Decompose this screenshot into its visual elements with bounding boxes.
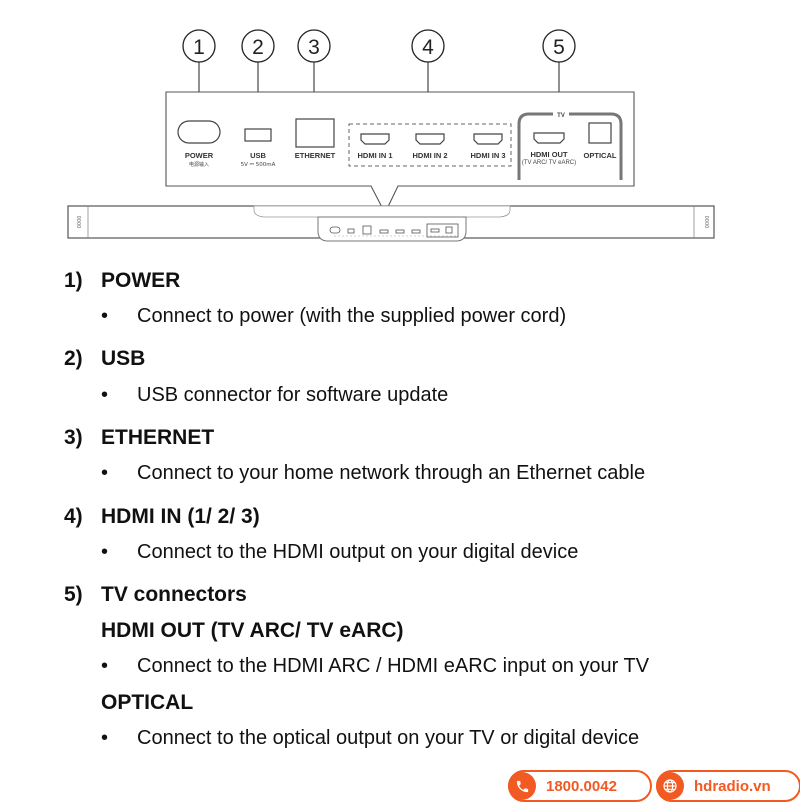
svg-text:5V ⎓ 500mA: 5V ⎓ 500mA — [241, 162, 276, 168]
svg-text:5: 5 — [553, 36, 565, 59]
usb-port: USB 5V ⎓ 500mA — [241, 128, 276, 168]
section-usb-bullet: •USB connector for software update — [101, 384, 449, 406]
hdmi-in-group-outline — [348, 123, 512, 167]
section-hdmi-in-title: 4)HDMI IN (1/ 2/ 3) — [64, 505, 260, 528]
svg-text:0000: 0000 — [703, 216, 709, 229]
section-hdmi-in-bullet: •Connect to the HDMI output on your digi… — [101, 541, 579, 563]
branding-bar: 1800.0042 hdradio.vn — [508, 770, 800, 802]
phone-icon — [508, 772, 536, 800]
back-panel-callout-box — [165, 91, 635, 215]
section-ethernet-title: 3)ETHERNET — [64, 426, 215, 449]
svg-text:HDMI OUT: HDMI OUT — [530, 150, 567, 159]
svg-text:3: 3 — [308, 36, 320, 59]
svg-text:2: 2 — [252, 36, 264, 59]
hdmi-in-2-port: HDMI IN 2 — [412, 133, 448, 160]
phone-badge[interactable]: 1800.0042 — [508, 770, 652, 802]
website-url: hdradio.vn — [694, 777, 771, 795]
section-tv-connectors-title: 5)TV connectors — [64, 583, 247, 606]
power-port: POWER 电源输入 — [177, 120, 221, 168]
svg-text:USB: USB — [250, 151, 266, 160]
svg-text:(TV ARC/ TV eARC): (TV ARC/ TV eARC) — [522, 160, 576, 166]
section-power-title: 1)POWER — [64, 269, 181, 292]
phone-number: 1800.0042 — [546, 777, 617, 795]
svg-text:ETHERNET: ETHERNET — [295, 151, 336, 160]
optical-bullet: •Connect to the optical output on your T… — [101, 727, 640, 749]
hdmi-in-3-port: HDMI IN 3 — [470, 133, 506, 160]
optical-port: OPTICAL — [584, 122, 617, 160]
hdmi-in-1-port: HDMI IN 1 — [357, 133, 393, 160]
svg-text:1: 1 — [193, 36, 205, 59]
tv-group-label: TV — [557, 113, 565, 119]
svg-text:POWER: POWER — [185, 151, 214, 160]
svg-text:0000: 0000 — [75, 216, 81, 229]
svg-text:OPTICAL: OPTICAL — [584, 151, 617, 160]
globe-icon — [656, 772, 684, 800]
soundbar-illustration: 0000 0000 — [67, 205, 715, 242]
svg-text:HDMI IN 3: HDMI IN 3 — [470, 151, 505, 160]
section-power-bullet: •Connect to power (with the supplied pow… — [101, 305, 567, 327]
hdmi-out-bullet: •Connect to the HDMI ARC / HDMI eARC inp… — [101, 655, 650, 677]
section-usb-title: 2)USB — [64, 347, 146, 370]
hdmi-out-port: HDMI OUT (TV ARC/ TV eARC) — [522, 132, 576, 166]
svg-text:HDMI IN 2: HDMI IN 2 — [412, 151, 447, 160]
section-ethernet-bullet: •Connect to your home network through an… — [101, 462, 646, 484]
svg-text:4: 4 — [422, 36, 434, 59]
ethernet-port: ETHERNET — [295, 118, 336, 160]
optical-subtitle: OPTICAL — [101, 691, 194, 714]
hdmi-out-subtitle: HDMI OUT (TV ARC/ TV eARC) — [101, 619, 404, 642]
svg-text:HDMI IN 1: HDMI IN 1 — [357, 151, 392, 160]
svg-text:电源输入: 电源输入 — [189, 161, 209, 168]
tv-group-outline — [517, 112, 623, 180]
website-badge[interactable]: hdradio.vn — [656, 770, 800, 802]
connector-panel-diagram: 1 2 3 4 5 POWER 电源输入 USB 5V ⎓ 500mA ETHE… — [67, 29, 715, 242]
